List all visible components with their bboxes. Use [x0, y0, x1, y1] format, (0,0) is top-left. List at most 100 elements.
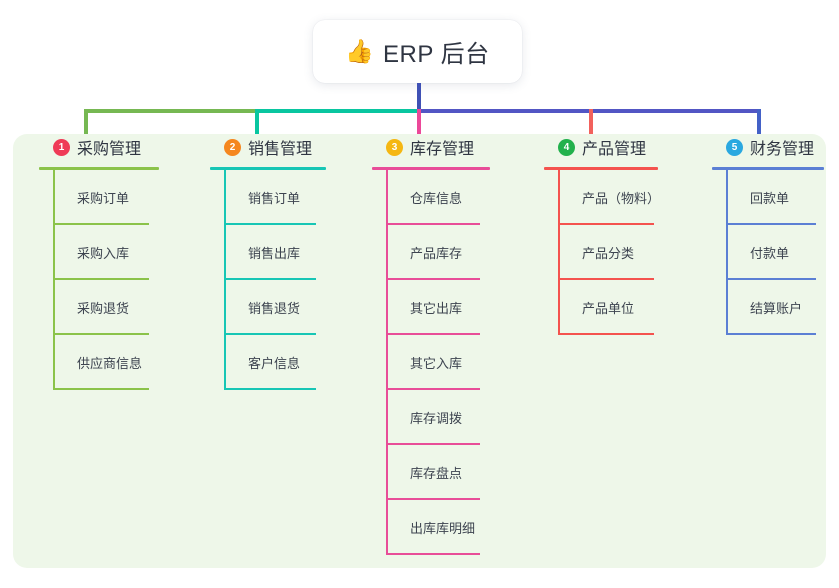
- branch-item-label: 销售出库: [248, 246, 301, 261]
- branch-item[interactable]: 其它出库: [386, 280, 490, 335]
- branch-item-spine: [726, 225, 728, 280]
- branch-item-spine: [53, 280, 55, 335]
- connector-drop-1: [84, 109, 88, 137]
- branch-item[interactable]: 产品单位: [558, 280, 658, 335]
- branch-item-rule: [386, 498, 480, 500]
- branch-item-label: 仓库信息: [410, 191, 463, 206]
- branch-header-rule: [544, 167, 658, 170]
- branch-item-label: 采购入库: [77, 246, 130, 261]
- branch-title: 产品管理: [582, 141, 647, 158]
- branch-column: 5 财务管理回款单付款单结算账户: [712, 134, 824, 335]
- branch-item-list: 仓库信息产品库存其它出库其它入库库存调拨库存盘点出库库明细: [386, 170, 490, 555]
- branch-item-spine: [53, 170, 55, 225]
- branch-item-spine: [726, 280, 728, 335]
- branch-title: 财务管理: [750, 141, 815, 158]
- branch-header-rule: [372, 167, 490, 170]
- branch-item[interactable]: 销售订单: [224, 170, 326, 225]
- branch-item-label: 采购退货: [77, 301, 130, 316]
- branch-item-spine: [386, 280, 388, 335]
- branch-item-label: 产品库存: [410, 246, 463, 261]
- branch-item[interactable]: 产品库存: [386, 225, 490, 280]
- branch-item[interactable]: 库存调拨: [386, 390, 490, 445]
- branch-item-label: 出库库明细: [410, 521, 476, 536]
- branch-item-label: 产品（物料）: [582, 191, 661, 206]
- branch-item-label: 库存盘点: [410, 466, 463, 481]
- branch-item[interactable]: 产品分类: [558, 225, 658, 280]
- connector-drop-5: [757, 109, 761, 137]
- branch-title: 销售管理: [248, 141, 313, 158]
- branch-item-rule: [726, 333, 816, 335]
- branch-header-rule: [712, 167, 824, 170]
- branch-item[interactable]: 付款单: [726, 225, 824, 280]
- branch-item-list: 采购订单采购入库采购退货供应商信息: [53, 170, 159, 390]
- branch-item[interactable]: 采购退货: [53, 280, 159, 335]
- connector-bus-segment-2: [255, 109, 419, 113]
- branch-item-spine: [224, 170, 226, 225]
- branch-item-spine: [224, 225, 226, 280]
- branch-item-label: 回款单: [750, 191, 790, 206]
- branch-item[interactable]: 产品（物料）: [558, 170, 661, 225]
- branch-item-spine: [558, 225, 560, 280]
- branch-item-label: 供应商信息: [77, 356, 143, 371]
- connector-trunk: [417, 83, 421, 111]
- branch-header-rule: [210, 167, 326, 170]
- branch-header[interactable]: 4 产品管理: [544, 134, 658, 160]
- branch-title: 采购管理: [77, 141, 142, 158]
- branch-item-spine: [386, 445, 388, 500]
- branch-item-spine: [726, 170, 728, 225]
- branch-item[interactable]: 库存盘点: [386, 445, 490, 500]
- branch-item-label: 结算账户: [750, 301, 803, 316]
- branch-item-spine: [224, 280, 226, 335]
- connector-drop-4: [589, 109, 593, 137]
- branch-item-label: 产品单位: [582, 301, 635, 316]
- branch-item-label: 客户信息: [248, 356, 301, 371]
- branch-item-rule: [224, 333, 316, 335]
- branch-item-rule: [726, 278, 816, 280]
- branch-item-rule: [224, 388, 316, 390]
- connector-drop-3: [417, 109, 421, 137]
- branch-item-rule: [726, 223, 816, 225]
- branch-item[interactable]: 采购入库: [53, 225, 159, 280]
- branch-item-rule: [386, 388, 480, 390]
- branch-item-label: 产品分类: [582, 246, 635, 261]
- branch-item-list: 产品（物料） 产品分类产品单位: [558, 170, 661, 335]
- branch-item[interactable]: 供应商信息: [53, 335, 159, 390]
- branch-item-rule: [386, 553, 480, 555]
- branch-header-rule: [39, 167, 159, 170]
- branch-item-rule: [386, 223, 480, 225]
- branch-item-rule: [224, 278, 316, 280]
- branch-number-badge: 4: [558, 138, 575, 156]
- branch-item[interactable]: 客户信息: [224, 335, 326, 390]
- branch-item[interactable]: 采购订单: [53, 170, 159, 225]
- branch-item-rule: [53, 388, 149, 390]
- branch-number-badge: 5: [726, 138, 743, 156]
- root-node-content: 👍 ERP 后台: [345, 34, 489, 69]
- branch-column: 1 采购管理采购订单采购入库采购退货供应商信息: [39, 134, 159, 390]
- branch-item[interactable]: 出库库明细: [386, 500, 490, 555]
- branch-item-spine: [386, 170, 388, 225]
- connector-drop-2: [255, 109, 259, 137]
- branch-item[interactable]: 其它入库: [386, 335, 490, 390]
- root-node-card[interactable]: 👍 ERP 后台: [313, 20, 522, 83]
- branch-item[interactable]: 仓库信息: [386, 170, 490, 225]
- branch-item-label: 付款单: [750, 246, 790, 261]
- branch-item-rule: [53, 223, 149, 225]
- branch-header[interactable]: 1 采购管理: [39, 134, 159, 160]
- branch-item[interactable]: 结算账户: [726, 280, 824, 335]
- branch-header[interactable]: 5 财务管理: [712, 134, 824, 160]
- branch-item-label: 销售订单: [248, 191, 301, 206]
- branch-item[interactable]: 销售出库: [224, 225, 326, 280]
- branch-item-rule: [558, 223, 654, 225]
- branch-item-rule: [224, 223, 316, 225]
- branch-item[interactable]: 销售退货: [224, 280, 326, 335]
- branch-item-label: 库存调拨: [410, 411, 463, 426]
- branch-number-badge: 3: [386, 138, 403, 156]
- branch-number-badge: 1: [53, 138, 70, 156]
- branch-item-spine: [386, 225, 388, 280]
- branch-item[interactable]: 回款单: [726, 170, 824, 225]
- branch-item-rule: [558, 333, 654, 335]
